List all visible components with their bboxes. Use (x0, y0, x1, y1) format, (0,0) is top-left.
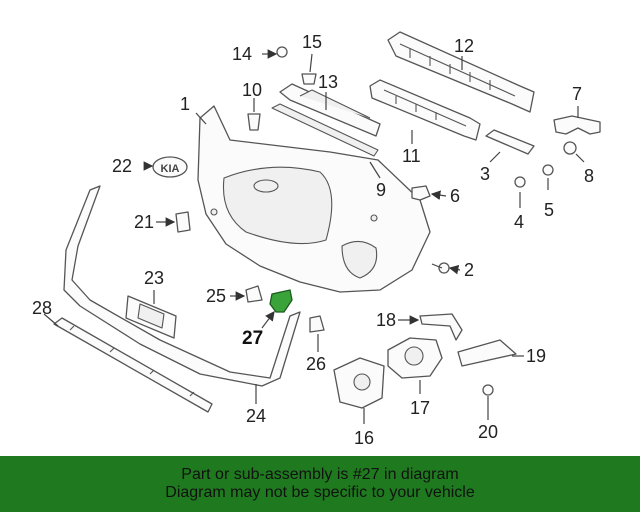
notice-banner: Part or sub-assembly is #27 in diagram D… (0, 456, 640, 512)
callout-7: 7 (572, 84, 582, 104)
callout-28: 28 (32, 298, 52, 318)
callout-16: 16 (354, 428, 374, 448)
callout-24: 24 (246, 406, 266, 426)
fasteners (247, 46, 577, 396)
callout-11: 11 (402, 146, 421, 166)
part-19-bracket (457, 339, 517, 367)
callout-9: 9 (376, 180, 386, 200)
part-9-strip (271, 103, 379, 157)
callout-1: 1 (180, 94, 190, 114)
callout-27-highlighted: 27 (242, 328, 263, 349)
callout-4: 4 (514, 212, 524, 232)
part-1-bumper-cover (197, 105, 431, 293)
callout-15: 15 (302, 32, 322, 52)
part-24-lower-fascia (63, 185, 301, 387)
callout-21: 21 (134, 212, 154, 232)
callout-6: 6 (450, 186, 460, 206)
emblem-text: KIA (161, 163, 180, 175)
callout-23: 23 (144, 268, 164, 288)
part-22-emblem: KIA (152, 156, 188, 178)
callout-18: 18 (376, 310, 396, 330)
part-28-lower-strip (53, 317, 213, 413)
callout-17: 17 (410, 398, 430, 418)
part-6-clip (411, 185, 431, 201)
banner-line-1: Part or sub-assembly is #27 in diagram (181, 466, 459, 483)
part-16-lamp-cover (333, 357, 385, 409)
callout-22: 22 (112, 156, 132, 176)
part-3-pad (485, 129, 535, 155)
leader-lines (43, 49, 585, 424)
callout-12: 12 (454, 36, 474, 56)
banner-line-2: Diagram may not be specific to your vehi… (165, 484, 475, 501)
callout-8: 8 (584, 166, 594, 186)
parts-diagram: KIA (32, 31, 601, 448)
part-12-reinforcement (387, 31, 535, 113)
part-26-clip (309, 315, 325, 333)
part-17-fog-lamp (387, 337, 443, 379)
part-18-bracket (419, 313, 463, 341)
callout-26: 26 (306, 354, 326, 374)
part-27-highlighted[interactable] (269, 289, 293, 313)
callout-10: 10 (242, 80, 262, 100)
callout-20: 20 (478, 422, 498, 442)
callout-14: 14 (232, 44, 252, 64)
part-11-absorber (369, 79, 481, 141)
callout-19: 19 (526, 346, 546, 366)
callout-3: 3 (480, 164, 490, 184)
part-7-bracket (553, 115, 601, 135)
callout-5: 5 (544, 200, 554, 220)
callout-labels: 1 2 3 4 5 6 7 8 9 10 11 12 13 14 15 16 1… (32, 32, 594, 448)
part-13-upper-cover (279, 83, 381, 137)
part-21-bracket (175, 211, 191, 233)
part-23-plate-bracket (125, 295, 177, 339)
callout-25: 25 (206, 286, 226, 306)
callout-13: 13 (318, 72, 338, 92)
part-25-clip (245, 285, 263, 303)
callout-2: 2 (464, 260, 474, 280)
